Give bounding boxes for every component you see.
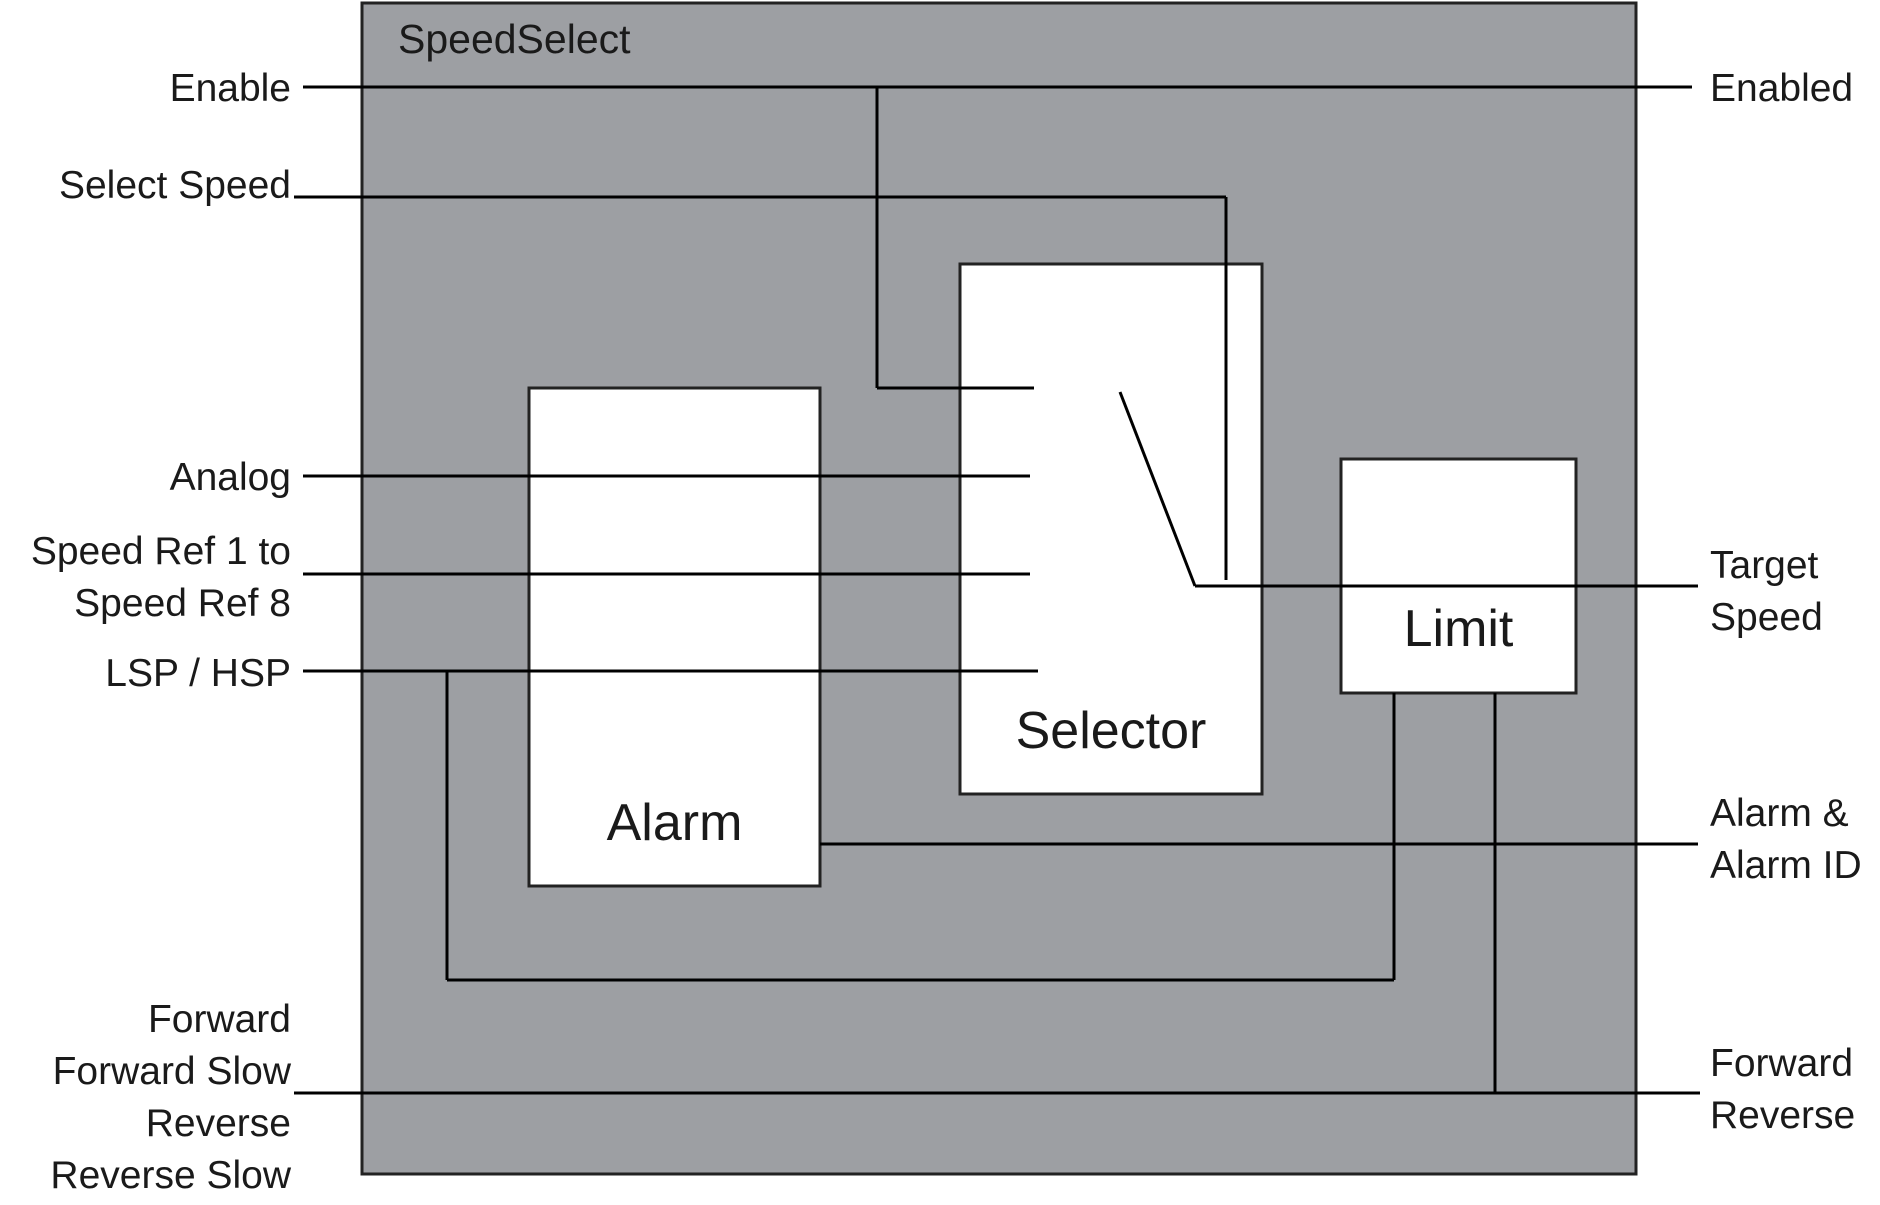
output-enabled-label: Enabled — [1710, 67, 1854, 110]
input-speed-ref-label-1: Speed Ref 1 to — [30, 530, 291, 573]
output-direction-label-1: Forward — [1710, 1042, 1854, 1085]
alarm-block — [527, 386, 822, 888]
limit-block-label: Limit — [1403, 600, 1514, 658]
block-title: SpeedSelect — [398, 16, 631, 62]
output-alarm-label-2: Alarm ID — [1710, 844, 1862, 887]
input-direction-label-3: Reverse — [145, 1102, 291, 1145]
selector-block — [958, 262, 1264, 796]
input-direction-label-1: Forward — [147, 998, 291, 1041]
input-lsp-hsp-label: LSP / HSP — [105, 652, 291, 695]
input-enable-label: Enable — [169, 67, 291, 110]
input-direction-label-4: Reverse Slow — [50, 1154, 291, 1197]
output-direction-label-2: Reverse — [1710, 1094, 1856, 1137]
output-alarm-label-1: Alarm & — [1710, 792, 1849, 835]
input-select-speed-label: Select Speed — [58, 164, 291, 207]
alarm-block-label: Alarm — [606, 794, 743, 852]
selector-block-label: Selector — [1015, 702, 1207, 760]
output-target-speed-label-1: Target — [1710, 544, 1819, 587]
input-speed-ref-label-2: Speed Ref 8 — [74, 582, 291, 625]
output-target-speed-label-2: Speed — [1710, 596, 1823, 639]
selector-switch-arm — [1118, 391, 1197, 587]
limit-block — [1339, 457, 1578, 695]
input-direction-label-2: Forward Slow — [52, 1050, 291, 1093]
input-analog-label: Analog — [169, 456, 291, 499]
